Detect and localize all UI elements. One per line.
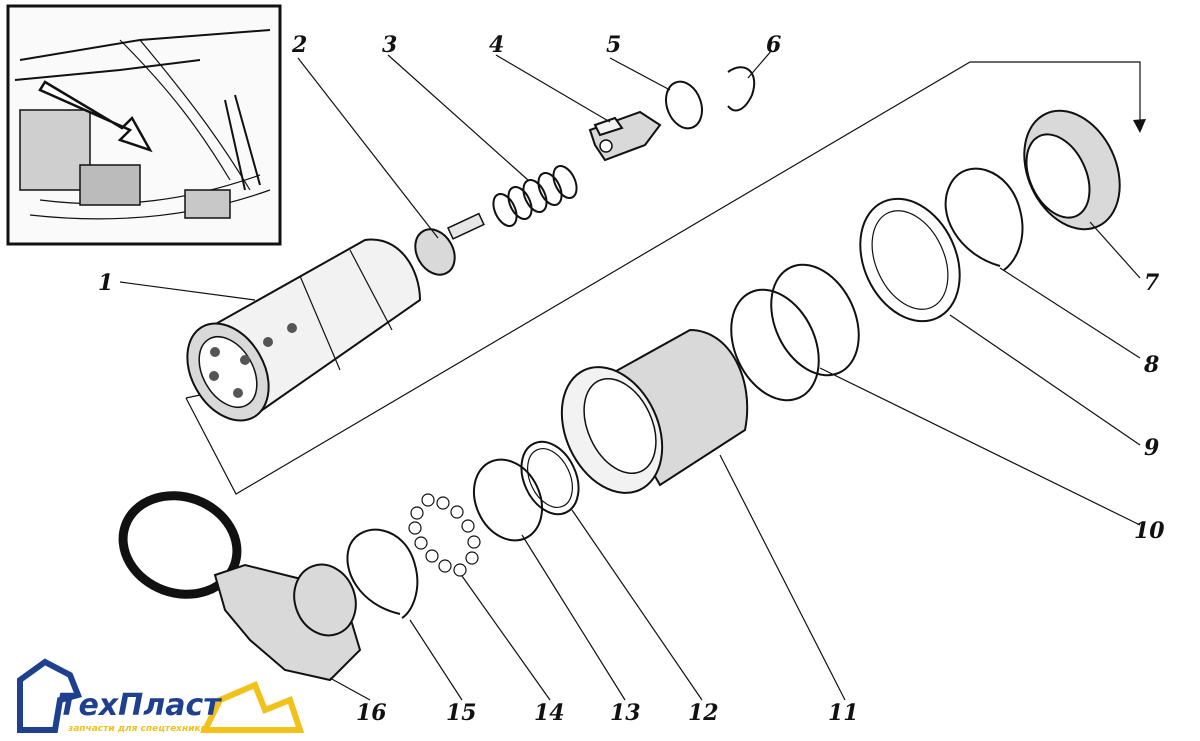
part-14-balls [408, 493, 481, 577]
loader-icon [200, 681, 305, 733]
brand-logo: ТехПласт запчасти для спецтехники [17, 658, 305, 734]
part-10-piston-rings [730, 263, 860, 402]
callout-13: 13 [610, 700, 641, 726]
callout-14: 14 [534, 700, 565, 726]
callout-3: 3 [382, 32, 397, 58]
part-2-valve [414, 212, 485, 276]
callout-9: 9 [1144, 435, 1159, 461]
location-inset [6, 4, 282, 246]
callout-8: 8 [1143, 352, 1159, 378]
callout-15: 15 [446, 700, 477, 726]
part-8-snap-ring [944, 167, 1024, 271]
part-12-seal-ring [520, 440, 580, 516]
callout-4: 4 [489, 32, 504, 58]
assembly-axis-lines [185, 61, 1146, 495]
arrow-icon [38, 80, 153, 153]
callout-numbers: 1 2 3 4 5 6 7 8 9 10 11 12 13 14 15 16 [98, 32, 1165, 726]
leader-lines [119, 49, 1141, 701]
part-13-ring [472, 458, 544, 542]
part-9-washer [859, 197, 961, 323]
callout-7: 7 [1144, 270, 1160, 296]
part-11-sleeve [560, 328, 749, 494]
callout-6: 6 [766, 32, 781, 58]
part-6-snap-ring [727, 66, 756, 112]
part-3-spring [492, 165, 578, 227]
callout-16: 16 [356, 700, 387, 726]
part-7-nut [1023, 109, 1121, 231]
part-1-body [186, 238, 422, 422]
part-15-snap-ring [346, 528, 419, 619]
part-5-ring [665, 80, 703, 130]
excavator-icon [17, 658, 83, 733]
callout-1: 1 [98, 270, 113, 296]
part-16-cap [118, 491, 362, 682]
callout-12: 12 [688, 700, 719, 726]
logo-name: ТехПласт [58, 688, 222, 723]
callout-10: 10 [1134, 518, 1165, 544]
logo-tagline: запчасти для спецтехники [67, 724, 208, 734]
callout-11: 11 [828, 700, 859, 726]
callout-2: 2 [291, 32, 307, 58]
callout-5: 5 [606, 32, 621, 58]
